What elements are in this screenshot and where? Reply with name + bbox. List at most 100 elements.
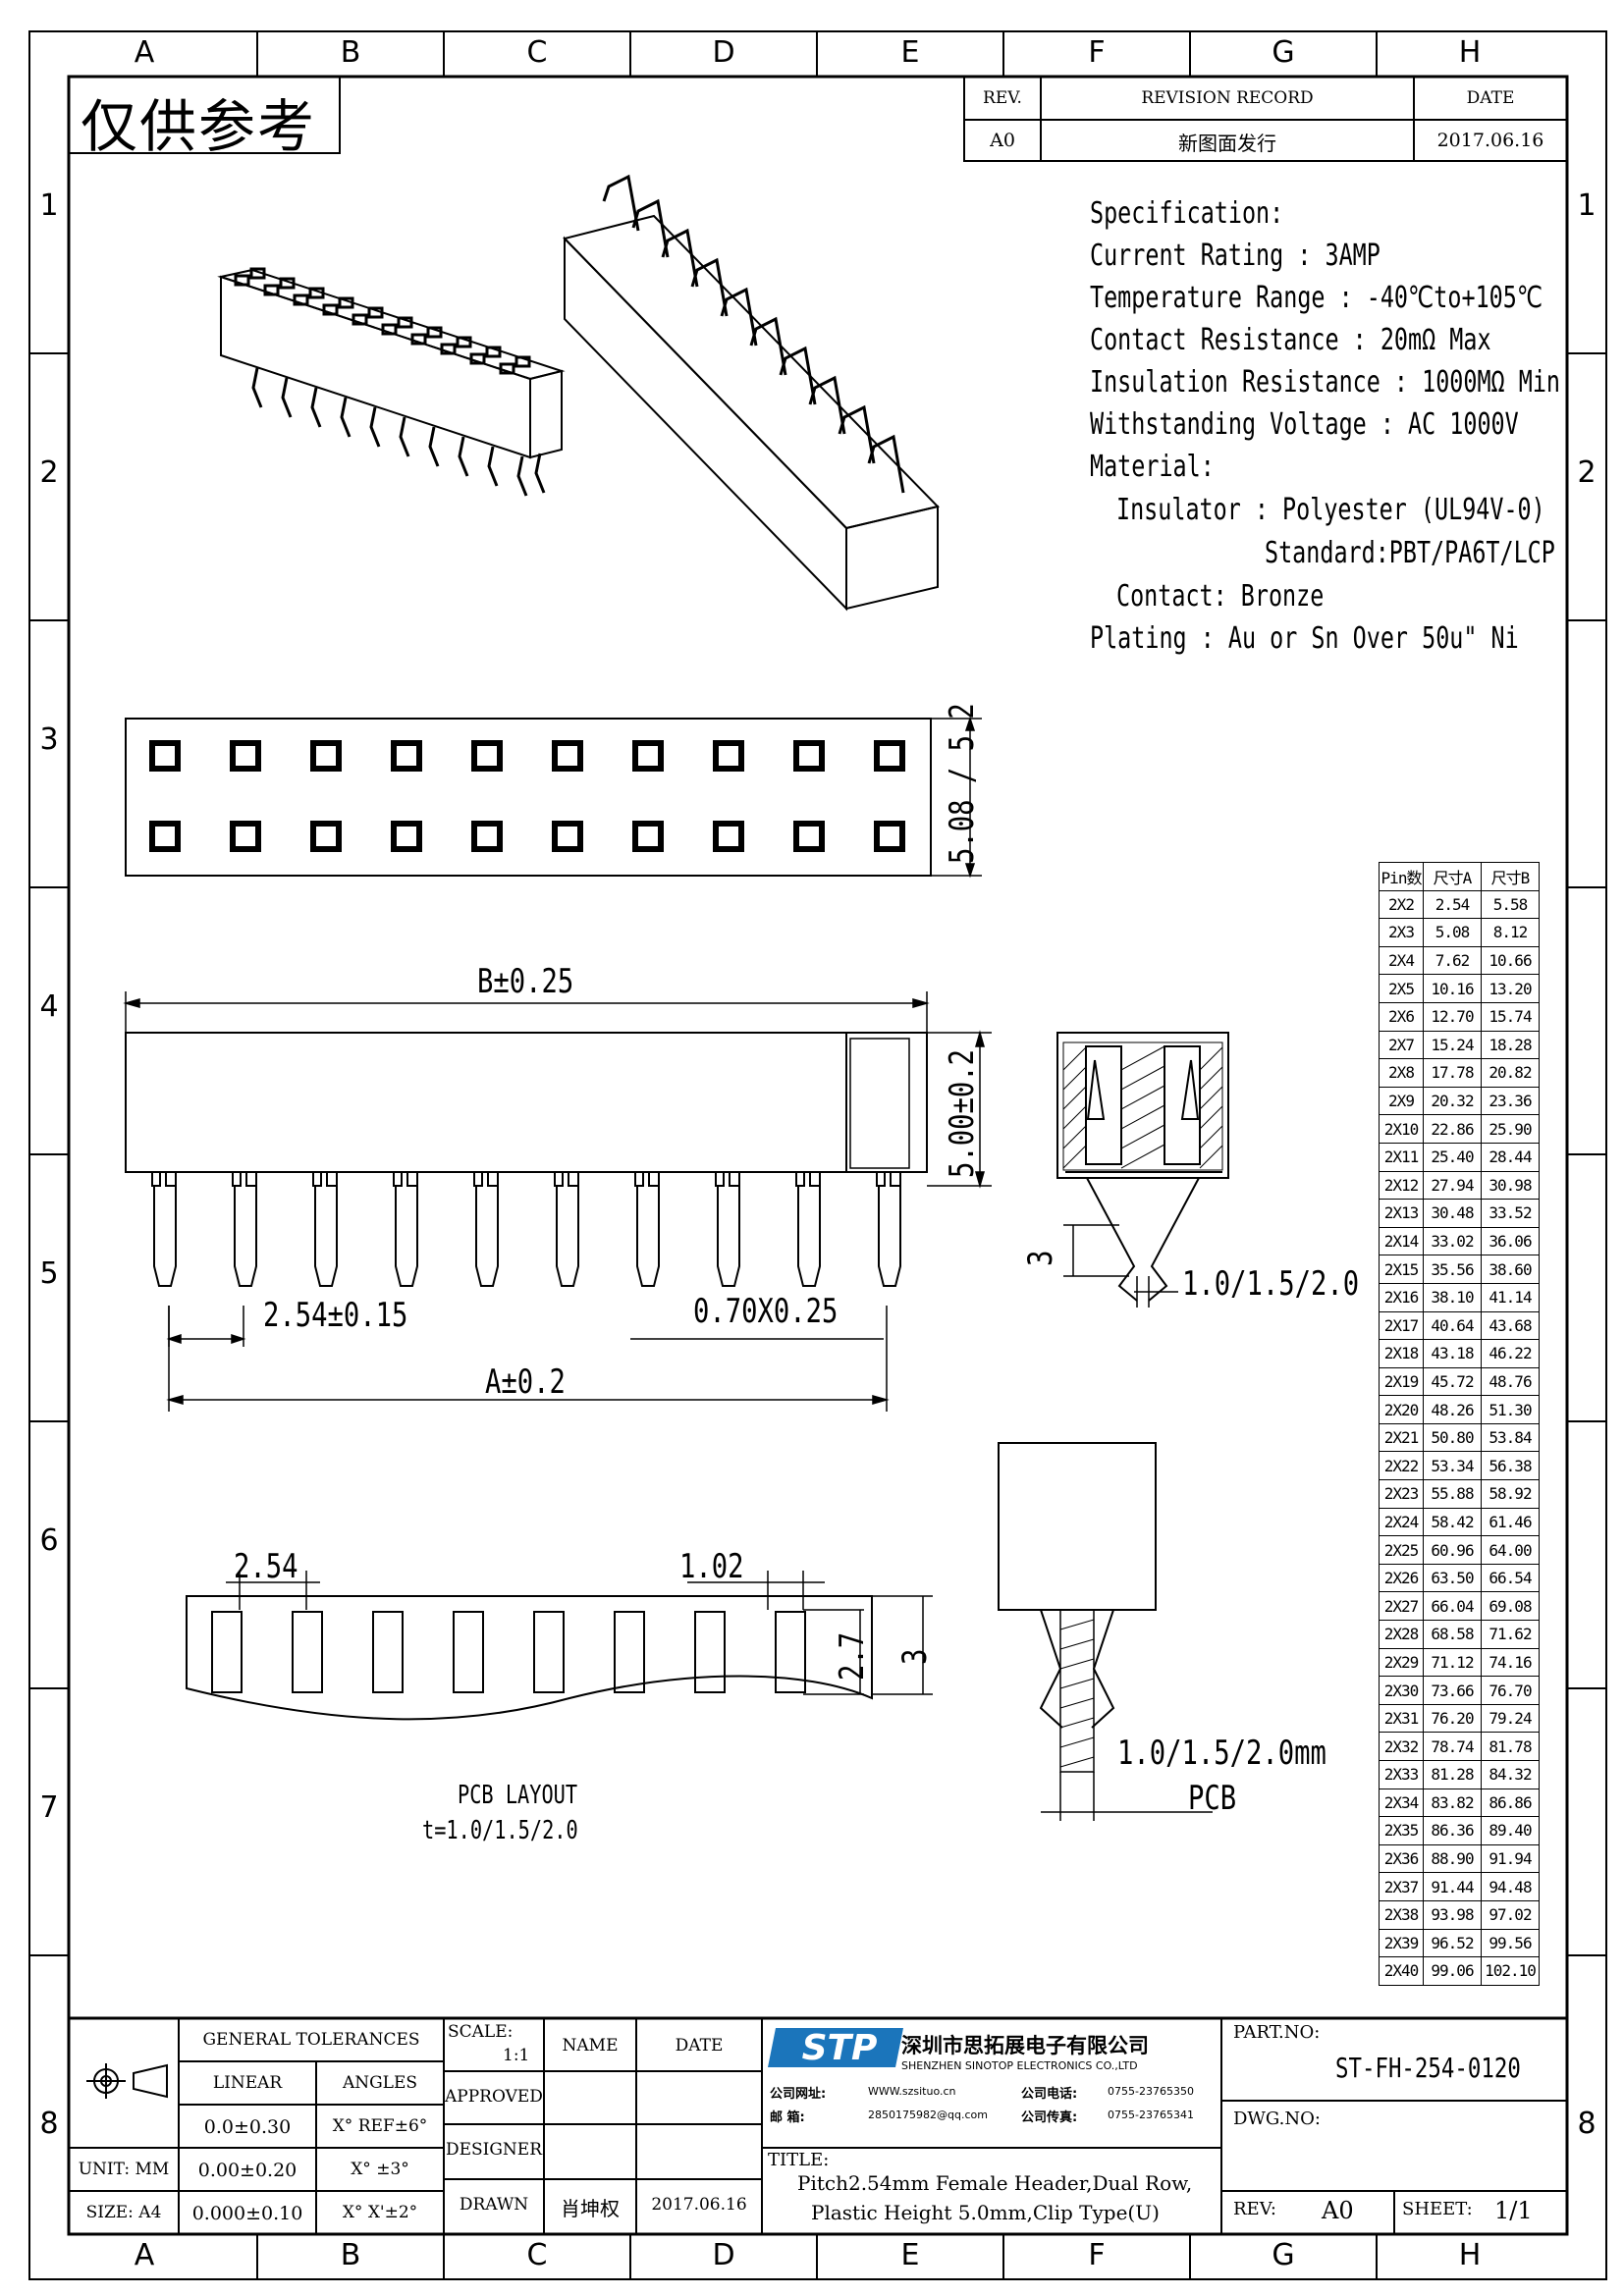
zone-dividers-top [256,31,1378,77]
pin-count-cell: 2X31 [1379,1703,1424,1734]
size-b-cell: 25.90 [1481,1114,1540,1144]
drawn-date: 2017.06.16 [651,2195,747,2215]
size-a-cell: 73.66 [1423,1676,1482,1705]
size-a-cell: 5.08 [1423,918,1482,947]
title-line-1: Pitch2.54mm Female Header,Dual Row, [797,2171,1193,2195]
size-a-cell: 58.42 [1423,1507,1482,1537]
contact-hole [793,821,825,852]
section-hatch [1062,1045,1223,1169]
pin-count-cell: 2X26 [1379,1563,1424,1593]
pin-count-cell: 2X38 [1379,1899,1424,1930]
size-b-cell: 18.28 [1481,1030,1540,1060]
pin-table-header: Pin数 尺寸A 尺寸B [1379,862,1540,891]
reference-stamp: 仅供参考 [81,93,317,160]
zone-row-8: 8 [39,2107,59,2141]
size-a-cell: 48.26 [1423,1395,1482,1424]
zone-row-2: 2 [39,455,59,490]
zone-row-7: 7 [39,1790,59,1825]
size-a-cell: 50.80 [1423,1422,1482,1453]
pin-count-cell: 2X6 [1379,1001,1424,1032]
size-label: SIZE: A4 [85,2203,162,2222]
pcb-dims [226,1571,933,1695]
size-a-cell: 66.04 [1423,1591,1482,1622]
size-a-cell: 27.94 [1423,1170,1482,1201]
zone-col-a-bottom: A [134,2238,155,2272]
name-header: NAME [562,2036,619,2056]
pcb-layout [186,1595,873,1721]
size-b-cell: 51.30 [1481,1395,1540,1424]
revision-description: 新图面发行 [1178,132,1276,155]
rev-value: A0 [990,130,1015,151]
contact-hole [552,740,583,772]
tel-label: 公司电话: [1021,2087,1078,2102]
sheet-value: 1/1 [1494,2197,1533,2224]
dim-pcb-h2: 3 [895,1648,935,1665]
zone-col-e: E [900,35,920,70]
pin-count-cell: 2X19 [1379,1366,1424,1397]
contact-hole [149,821,181,852]
size-a-cell: 30.48 [1423,1199,1482,1228]
pin-count-cell: 2X30 [1379,1676,1424,1705]
dim-b-length: B±0.25 [477,962,574,1001]
zone-col-a: A [134,35,155,70]
zone-col-d: D [712,35,735,70]
size-a-cell: 7.62 [1423,945,1482,976]
pin-count-cell: 2X36 [1379,1843,1424,1874]
dim-a-length: A±0.2 [485,1362,566,1402]
pin-count-cell: 2X22 [1379,1451,1424,1481]
size-b-header: 尺寸B [1481,862,1540,891]
linear-tol-2: 0.00±0.20 [197,2160,298,2181]
front-view [125,1032,928,1173]
pcb-hole [372,1611,404,1693]
contact-pin [393,1172,418,1287]
pcb-hole [533,1611,565,1693]
clip-thickness: 1.0/1.5/2.0mm [1117,1734,1326,1773]
size-a-cell: 91.44 [1423,1872,1482,1901]
mail-label: 邮 箱: [770,2110,805,2125]
size-b-cell: 74.16 [1481,1647,1540,1678]
size-a-cell: 93.98 [1423,1899,1482,1930]
size-a-cell: 2.54 [1423,889,1482,920]
size-b-cell: 66.54 [1481,1563,1540,1593]
size-b-cell: 48.76 [1481,1366,1540,1397]
title-block-lines [67,2016,1569,2236]
scale-value: 1:1 [503,2046,530,2065]
contact-hole [310,821,342,852]
part-no-label: PART.NO: [1233,2022,1321,2043]
pin-count-cell: 2X21 [1379,1422,1424,1453]
drawn-label: DRAWN [459,2195,529,2215]
pin-count-cell: 2X7 [1379,1030,1424,1060]
dim-pcb-h1: 2.7 [833,1631,872,1681]
size-b-cell: 86.86 [1481,1788,1540,1818]
size-a-cell: 53.34 [1423,1451,1482,1481]
size-b-cell: 94.48 [1481,1872,1540,1901]
contact-hole [230,740,261,772]
size-b-cell: 76.70 [1481,1676,1540,1705]
pcb-thickness: t=1.0/1.5/2.0 [422,1816,578,1845]
pin-count-cell: 2X32 [1379,1732,1424,1761]
size-a-cell: 22.86 [1423,1114,1482,1144]
pin-count-cell: 2X34 [1379,1788,1424,1818]
size-a-cell: 15.24 [1423,1030,1482,1060]
pin-count-cell: 2X20 [1379,1395,1424,1424]
size-a-cell: 99.06 [1423,1956,1482,1986]
pin-count-cell: 2X10 [1379,1114,1424,1144]
zone-row-1: 1 [39,188,59,223]
zone-col-f-bottom: F [1088,2238,1106,2272]
size-b-cell: 81.78 [1481,1732,1540,1761]
pin-count-cell: 2X17 [1379,1310,1424,1341]
dim-pin-size: 0.70X0.25 [693,1292,839,1331]
contact-hole [391,821,422,852]
size-b-cell: 33.52 [1481,1199,1540,1228]
